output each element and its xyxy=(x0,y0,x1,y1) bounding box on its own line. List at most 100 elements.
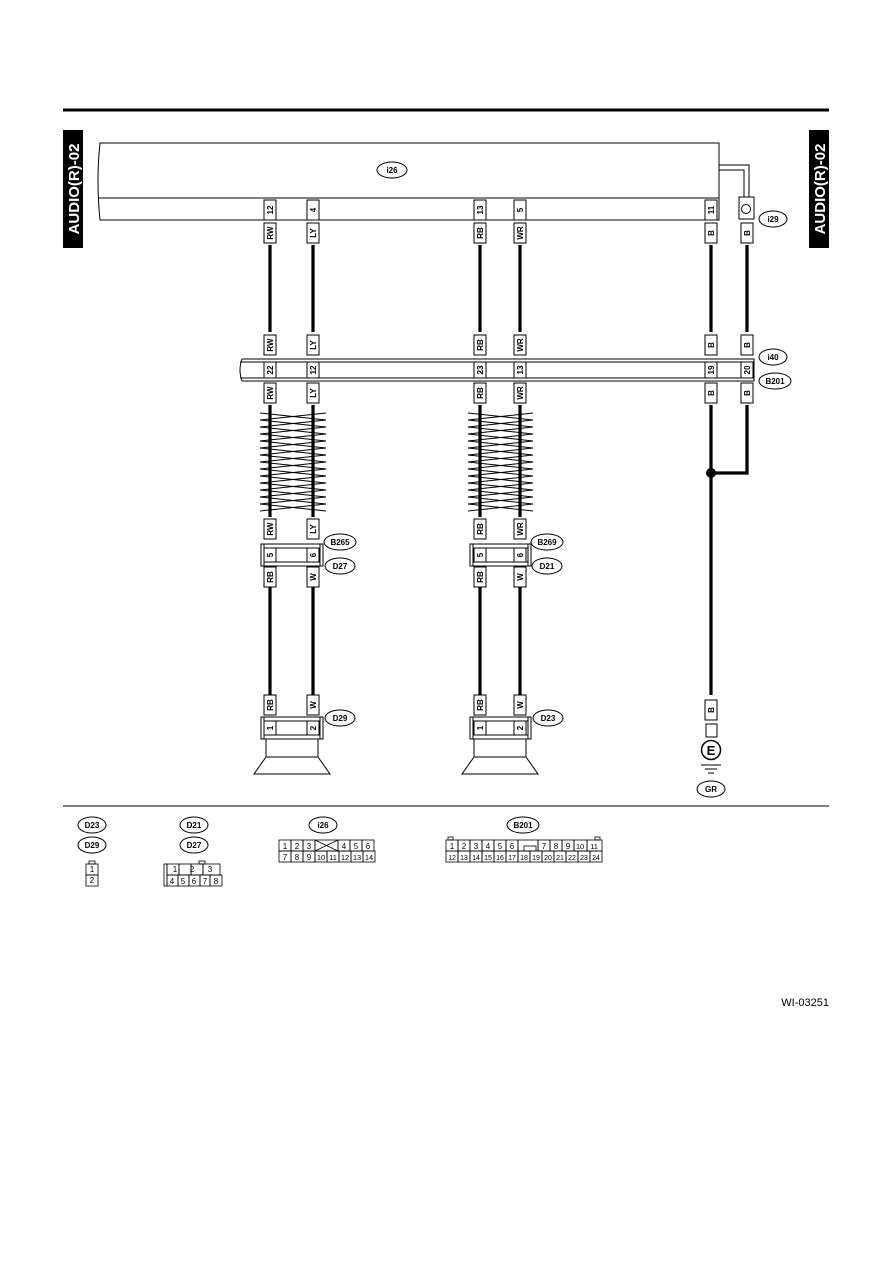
ground-label: GR xyxy=(696,780,726,798)
wire-6-labels: B B 20 B xyxy=(740,222,754,404)
svg-text:13: 13 xyxy=(476,205,485,214)
wire-strokes xyxy=(268,245,749,695)
svg-text:16: 16 xyxy=(496,855,504,862)
svg-text:D21: D21 xyxy=(187,821,202,830)
svg-text:13: 13 xyxy=(353,853,361,862)
svg-text:12: 12 xyxy=(309,365,318,374)
svg-text:B: B xyxy=(707,390,716,396)
twisted-pair-left xyxy=(259,412,327,512)
svg-text:5: 5 xyxy=(476,552,485,557)
svg-text:1: 1 xyxy=(283,842,288,851)
side-label-left: AUDIO(R)-02 xyxy=(63,130,83,248)
svg-text:6: 6 xyxy=(192,877,197,886)
left-inline-bottom-label: D27 xyxy=(324,557,356,575)
svg-text:8: 8 xyxy=(295,853,300,862)
svg-text:D27: D27 xyxy=(187,841,202,850)
right-inline-bottom-label: D21 xyxy=(531,557,563,575)
svg-text:14: 14 xyxy=(472,855,480,862)
svg-text:17: 17 xyxy=(508,855,516,862)
joint-connector-band xyxy=(239,358,755,382)
svg-text:B201: B201 xyxy=(765,377,785,386)
left-speaker-connector-label: D29 xyxy=(324,709,356,727)
svg-text:15: 15 xyxy=(484,855,492,862)
wire-3-labels: 13 RB RB 23 RB RB 5 RB RB 1 xyxy=(473,199,487,736)
svg-text:WR: WR xyxy=(516,386,525,400)
left-inline-top-label: B265 xyxy=(323,533,357,551)
svg-text:LY: LY xyxy=(309,340,318,350)
svg-text:i29: i29 xyxy=(767,215,779,224)
svg-text:B: B xyxy=(707,342,716,348)
svg-text:LY: LY xyxy=(309,228,318,238)
svg-text:7: 7 xyxy=(542,842,547,851)
svg-text:B: B xyxy=(743,390,752,396)
svg-text:4: 4 xyxy=(486,842,491,851)
svg-text:i26: i26 xyxy=(386,166,398,175)
right-inline-top-label: B269 xyxy=(530,533,564,551)
shield-wire xyxy=(719,164,755,220)
wire-4-labels: 5 WR WR 13 WR WR 6 W W 2 xyxy=(513,199,527,736)
svg-text:23: 23 xyxy=(580,855,588,862)
svg-text:19: 19 xyxy=(707,365,716,374)
svg-text:E: E xyxy=(707,743,716,758)
svg-text:9: 9 xyxy=(566,842,571,851)
svg-text:W: W xyxy=(516,701,525,709)
svg-text:6: 6 xyxy=(309,552,318,557)
svg-text:W: W xyxy=(309,573,318,581)
svg-text:12: 12 xyxy=(266,205,275,214)
svg-text:11: 11 xyxy=(590,842,598,851)
legend-unit-connector: i26 1 2 3 4 5 6 7 8 9 10 11 12 13 14 xyxy=(278,816,376,863)
svg-text:5: 5 xyxy=(266,552,275,557)
svg-text:AUDIO(R)-02: AUDIO(R)-02 xyxy=(66,144,83,235)
svg-text:6: 6 xyxy=(510,842,515,851)
unit-connector-label: i26 xyxy=(376,161,408,179)
svg-text:WR: WR xyxy=(516,522,525,536)
svg-text:2: 2 xyxy=(516,725,525,730)
svg-text:1: 1 xyxy=(476,725,485,730)
svg-text:D29: D29 xyxy=(333,714,348,723)
svg-text:12: 12 xyxy=(341,853,349,862)
svg-text:5: 5 xyxy=(498,842,503,851)
svg-text:LY: LY xyxy=(309,524,318,534)
right-speaker xyxy=(461,716,539,775)
svg-text:20: 20 xyxy=(544,855,552,862)
svg-text:9: 9 xyxy=(307,853,312,862)
svg-text:7: 7 xyxy=(283,853,288,862)
ground-symbol: E xyxy=(700,723,722,774)
svg-text:5: 5 xyxy=(181,877,186,886)
svg-text:4: 4 xyxy=(342,842,347,851)
svg-text:i26: i26 xyxy=(317,821,329,830)
legend-joint-connector: B201 1 2 3 4 5 6 7 8 9 10 11 12 13 14 15… xyxy=(445,816,603,863)
svg-text:12: 12 xyxy=(448,855,456,862)
svg-text:RW: RW xyxy=(266,338,275,352)
svg-text:RB: RB xyxy=(266,571,275,583)
svg-text:B269: B269 xyxy=(537,538,557,547)
svg-text:11: 11 xyxy=(707,205,716,214)
twisted-pair-right xyxy=(467,412,534,512)
joint-connector-top-label: i40 xyxy=(758,348,788,366)
svg-text:B: B xyxy=(707,230,716,236)
svg-text:1: 1 xyxy=(90,865,95,874)
svg-text:22: 22 xyxy=(568,855,576,862)
svg-text:1: 1 xyxy=(450,842,455,851)
svg-text:4: 4 xyxy=(309,207,318,212)
svg-text:24: 24 xyxy=(592,855,600,862)
svg-text:RW: RW xyxy=(266,522,275,536)
svg-text:B: B xyxy=(743,230,752,236)
svg-text:2: 2 xyxy=(295,842,300,851)
svg-text:D23: D23 xyxy=(85,821,100,830)
svg-text:RB: RB xyxy=(476,699,485,711)
svg-text:3: 3 xyxy=(208,865,213,874)
svg-text:20: 20 xyxy=(743,365,752,374)
svg-text:3: 3 xyxy=(474,842,479,851)
svg-text:6: 6 xyxy=(516,552,525,557)
svg-text:RB: RB xyxy=(476,227,485,239)
svg-text:W: W xyxy=(516,573,525,581)
svg-text:RB: RB xyxy=(476,339,485,351)
svg-text:RW: RW xyxy=(266,386,275,400)
svg-text:23: 23 xyxy=(476,365,485,374)
svg-text:11: 11 xyxy=(329,853,337,862)
svg-text:5: 5 xyxy=(354,842,359,851)
svg-text:2: 2 xyxy=(309,725,318,730)
svg-text:D27: D27 xyxy=(333,562,348,571)
